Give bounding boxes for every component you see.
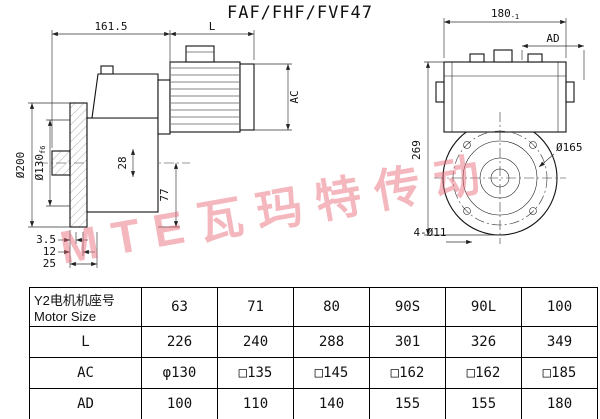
table-row-L: L 226 240 288 301 326 349 [29,326,598,358]
table-cell: 301 [369,326,446,358]
bolt-hole [529,141,537,149]
dimension-12: 12 [43,232,95,258]
header-cn: Y2电机机座号 [34,293,115,308]
motor-size-header-cell: Y2电机机座号 Motor Size [29,287,142,327]
table-row-AC: AC φ130 □135 □145 □162 □162 □185 [29,357,598,389]
dim-label-AC: AC [288,90,301,103]
column-header: 90L [445,287,522,327]
motor-size-table: Y2电机机座号 Motor Size 63 71 80 90S 90L 100 … [29,287,598,419]
dim-label-130: Ø130f6 [33,146,47,181]
housing-boss-right [527,53,543,63]
bolt-hole [529,207,537,215]
table-cell: 288 [293,326,370,358]
dimension-table-container: Y2电机机座号 Motor Size 63 71 80 90S 90L 100 … [29,287,598,419]
dimension-AC: AC [254,63,301,131]
table-cell: 180 [521,388,598,419]
table-cell: □162 [369,357,446,389]
table-cell: □185 [521,357,598,389]
dim-label-L: L [209,20,216,33]
terminal-box [185,45,215,63]
dim-label-12: 12 [43,245,56,258]
dimension-77: 77 [158,163,180,228]
dim-label-269: 269 [410,140,423,160]
callout-bolt-holes: 4-Ø11 [413,226,472,245]
mounting-flange [69,102,88,228]
table-cell: 110 [217,388,294,419]
table-cell: □135 [217,357,294,389]
dim-label-25: 25 [43,257,56,270]
table-cell: 226 [141,326,218,358]
table-cell: 240 [217,326,294,358]
dim-label-180: 180-1 [491,7,519,21]
table-row-AD: AD 100 110 140 155 155 180 [29,388,598,419]
breather-plug [100,65,114,75]
housing-boss-center [493,49,513,63]
dim-label-165: Ø165 [556,141,583,154]
column-header: 90S [369,287,446,327]
row-label: AD [29,388,142,419]
dim-label-28: 28 [116,156,129,169]
left-side-view: 161.5 L AC Ø200 [14,20,301,270]
row-label: L [29,326,142,358]
fan-cowl [239,63,255,131]
gear-housing [86,117,159,213]
drawing-title: FAF/FHF/FVF47 [226,3,374,23]
dimension-200: Ø200 [14,102,70,228]
dim-label-161-5: 161.5 [94,20,127,33]
dimension-269: 269 [410,61,500,236]
housing-boss-left [469,53,485,63]
dim-label-3-5: 3.5 [36,233,56,246]
motor-adapter [157,79,171,135]
technical-drawing: 161.5 L AC Ø200 [14,7,585,270]
dimension-25: 25 [43,232,98,270]
column-header: 71 [217,287,294,327]
dim-label-4-11: 4-Ø11 [413,226,446,239]
dim-label-77: 77 [158,188,171,201]
column-header: 100 [521,287,598,327]
table-cell: 155 [369,388,446,419]
table-cell: □145 [293,357,370,389]
dim-label-AD: AD [546,32,559,45]
right-front-view: 180-1 AD 269 Ø165 [410,7,585,245]
row-label: AC [29,357,142,389]
housing-lug-right [565,81,575,103]
table-cell: 140 [293,388,370,419]
dimension-180: 180-1 [443,7,567,58]
dimension-3-5: 3.5 [36,230,88,268]
dimension-AD: AD [521,32,585,80]
table-header-row: Y2电机机座号 Motor Size 63 71 80 90S 90L 100 [29,287,598,327]
dimension-28: 28 [116,149,136,177]
table-cell: 326 [445,326,522,358]
callout-165: Ø165 [538,141,583,168]
table-cell: φ130 [141,357,218,389]
table-cell: 155 [445,388,522,419]
gear-housing-top [91,73,159,119]
table-cell: □162 [445,357,522,389]
dim-label-200: Ø200 [14,152,27,179]
table-cell: 100 [141,388,218,419]
housing-front [443,61,567,133]
table-cell: 349 [521,326,598,358]
dimension-L: L [170,20,255,60]
bolt-hole [463,207,471,215]
bolt-hole [463,141,471,149]
column-header: 63 [141,287,218,327]
dimension-130: Ø130f6 [33,119,70,207]
housing-lug-left [435,81,445,103]
motor-cooling-fins [171,67,239,125]
hollow-shaft-stub [51,150,71,176]
column-header: 80 [293,287,370,327]
motor-body [169,61,241,133]
header-en: Motor Size [34,309,97,324]
